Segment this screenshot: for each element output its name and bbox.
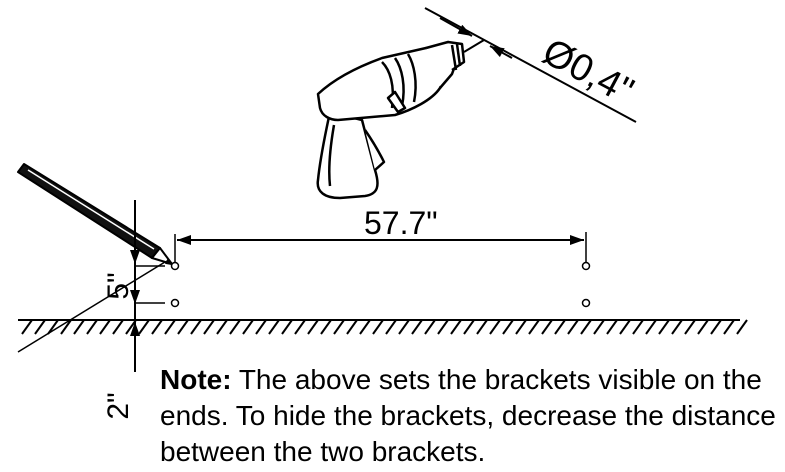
hatch-mark <box>60 319 72 335</box>
hatch-mark <box>307 319 319 335</box>
hatch-mark <box>216 319 228 335</box>
hatch-mark <box>229 319 241 335</box>
hatch-mark <box>489 319 501 335</box>
hatch-mark <box>541 319 553 335</box>
hatch-mark <box>398 319 410 335</box>
hatch-mark <box>34 319 46 335</box>
hatch-mark <box>281 319 293 335</box>
hatch-mark <box>47 319 59 335</box>
hatch-mark <box>632 319 644 335</box>
hatch-mark <box>151 319 163 335</box>
bracket-spacing-label: 57.7" <box>364 205 438 241</box>
bracket-marks <box>135 232 591 308</box>
hatch-mark <box>372 319 384 335</box>
hatch-mark <box>359 319 371 335</box>
hatch-mark <box>710 319 722 335</box>
hatch-mark <box>385 319 397 335</box>
hatch-mark <box>320 319 332 335</box>
drill-diameter-label: Ø0,4" <box>536 31 640 113</box>
hatch-mark <box>242 319 254 335</box>
hatch-mark <box>177 319 189 335</box>
hatch-mark <box>502 319 514 335</box>
hatch-mark <box>671 319 683 335</box>
upper-offset-label: 5" <box>102 272 135 299</box>
hatch-mark <box>164 319 176 335</box>
hatch-mark <box>593 319 605 335</box>
hatch-mark <box>346 319 358 335</box>
hatch-mark <box>190 319 202 335</box>
hatch-mark <box>268 319 280 335</box>
hatch-mark <box>138 319 150 335</box>
floor-hatching <box>18 319 748 335</box>
hatch-mark <box>736 319 748 335</box>
hatch-mark <box>424 319 436 335</box>
hatch-mark <box>73 319 85 335</box>
hatch-mark <box>567 319 579 335</box>
hatch-mark <box>528 319 540 335</box>
hatch-mark <box>21 319 33 335</box>
hatch-mark <box>255 319 267 335</box>
drill-icon <box>316 39 485 200</box>
note-heading: Note: <box>160 364 232 395</box>
hatch-mark <box>619 319 631 335</box>
lower-offset-label: 2" <box>102 392 135 419</box>
hatch-mark <box>294 319 306 335</box>
pencil-icon <box>17 163 173 265</box>
hatch-mark <box>606 319 618 335</box>
hatch-mark <box>411 319 423 335</box>
hatch-mark <box>450 319 462 335</box>
hatch-mark <box>684 319 696 335</box>
hatch-mark <box>645 319 657 335</box>
hatch-mark <box>203 319 215 335</box>
hatch-mark <box>99 319 111 335</box>
hatch-mark <box>333 319 345 335</box>
hatch-mark <box>86 319 98 335</box>
drill-diameter-dimension <box>424 7 637 123</box>
hatch-mark <box>437 319 449 335</box>
hatch-mark <box>697 319 709 335</box>
note-paragraph: Note: The above sets the brackets visibl… <box>160 362 780 470</box>
hatch-mark <box>515 319 527 335</box>
hatch-mark <box>580 319 592 335</box>
leader-line <box>17 261 166 353</box>
hatch-mark <box>658 319 670 335</box>
hatch-mark <box>723 319 735 335</box>
note-text: The above sets the brackets visible on t… <box>160 364 776 467</box>
hatch-mark <box>112 319 124 335</box>
hatch-mark <box>476 319 488 335</box>
hatch-mark <box>463 319 475 335</box>
hatch-mark <box>554 319 566 335</box>
